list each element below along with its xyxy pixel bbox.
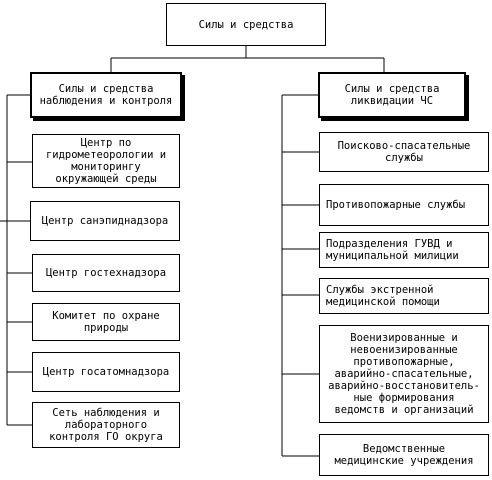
observation-item-label: Комитет по охране природы [52,310,160,334]
observation-item-label: Сеть наблюдения и лабораторного контроля… [49,407,163,443]
liquidation-item-6: Ведомственные медицинские учреждения [319,434,489,476]
root-label: Силы и средства [198,18,294,31]
liquidation-item-2: Противопожарные службы [319,184,489,226]
liquidation-category-label: Силы и средства ликвидации ЧС [344,83,440,107]
liquidation-item-label: Военизированные и невоенизированные прот… [328,332,480,416]
liquidation-item-label: Противопожарные службы [326,199,466,211]
observation-item-3: Центр гостехнадзора [32,254,180,292]
liquidation-category-node: Силы и средства ликвидации ЧС [318,72,466,118]
observation-item-label: Центр гостехнадзора [45,267,167,279]
observation-item-label: Центр по гидрометеорологии и мониторингу… [45,137,167,185]
observation-item-label: Центр госатомнадзора [42,366,170,378]
liquidation-item-label: Подразделения ГУВД и муниципальной милиц… [326,238,459,262]
root-node: Силы и средства [166,3,326,46]
observation-category-label: Силы и средства наблюдения и контроля [39,83,173,107]
liquidation-item-label: Поисково-спасательные службы [337,140,471,164]
observation-item-4: Комитет по охране природы [32,303,180,341]
observation-item-6: Сеть наблюдения и лабораторного контроля… [32,402,180,448]
liquidation-item-5: Военизированные и невоенизированные прот… [319,325,489,423]
observation-item-2: Центр санэпиднадзора [30,201,180,241]
observation-item-label: Центр санэпиднадзора [41,215,169,227]
liquidation-item-4: Службы экстренной медицинской помощи [319,278,489,314]
liquidation-item-label: Ведомственные медицинские учреждения [334,443,474,467]
liquidation-item-3: Подразделения ГУВД и муниципальной милиц… [319,232,489,268]
liquidation-item-label: Службы экстренной медицинской помощи [326,284,440,308]
observation-item-5: Центр госатомнадзора [32,352,180,392]
observation-category-node: Силы и средства наблюдения и контроля [30,72,182,118]
observation-item-1: Центр по гидрометеорологии и мониторингу… [32,134,180,188]
liquidation-item-1: Поисково-спасательные службы [319,132,489,172]
